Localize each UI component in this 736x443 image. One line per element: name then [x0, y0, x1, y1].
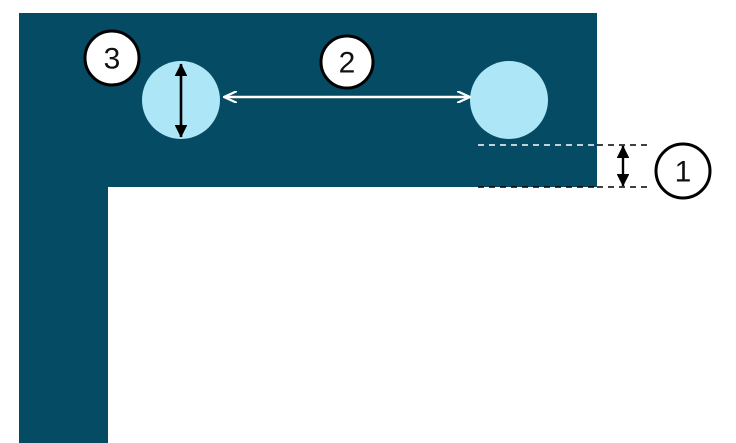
callout-2-circle[interactable] [319, 34, 375, 90]
dimension-1-group [478, 144, 652, 188]
callout-2-label: 2 [339, 47, 356, 80]
callout-1[interactable]: 1 [654, 142, 712, 200]
callout-1-label: 1 [675, 156, 692, 189]
hole-right [470, 61, 548, 139]
callout-2[interactable]: 2 [319, 34, 375, 90]
callout-1-circle[interactable] [654, 142, 712, 200]
callout-3-circle[interactable] [83, 29, 141, 87]
callout-3[interactable]: 3 [83, 29, 141, 87]
callout-3-label: 3 [104, 43, 121, 76]
